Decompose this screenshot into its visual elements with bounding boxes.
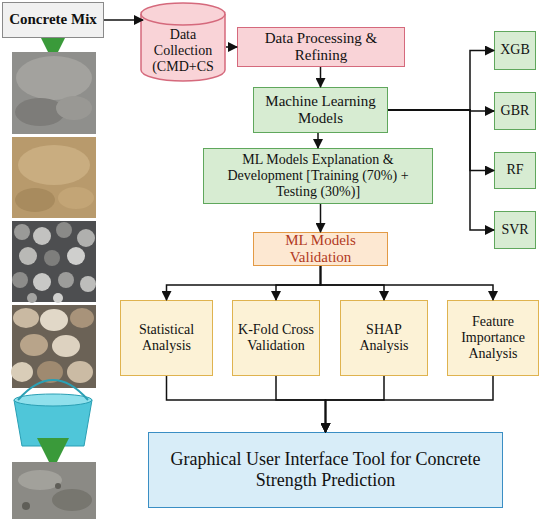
flow-arrow bbox=[320, 67, 322, 87]
flow-arrow bbox=[317, 133, 319, 148]
node-text: Feature Importance Analysis bbox=[452, 314, 534, 362]
wet-concrete-image bbox=[12, 462, 96, 519]
flow-arrow bbox=[388, 110, 494, 230]
model-box: XGB bbox=[494, 31, 536, 70]
flow-arrow bbox=[321, 266, 385, 300]
process-box: Machine Learning Models bbox=[253, 87, 388, 133]
analysis-box: SHAP Analysis bbox=[340, 300, 428, 376]
flow-arrow bbox=[276, 266, 321, 300]
green-arrow bbox=[51, 39, 55, 46]
flow-arrow bbox=[321, 266, 494, 300]
analysis-box: K-Fold Cross Validation bbox=[232, 300, 320, 376]
input-box: Concrete Mix bbox=[2, 2, 104, 38]
node-text: SVR bbox=[501, 222, 528, 238]
flow-arrow bbox=[276, 376, 326, 432]
water-bucket-image bbox=[14, 380, 92, 446]
output-box: Graphical User Interface Tool for Concre… bbox=[148, 432, 503, 508]
flow-arrow bbox=[104, 19, 143, 21]
flow-arrow bbox=[326, 376, 494, 432]
flow-arrow bbox=[388, 110, 494, 111]
pebbles-image bbox=[11, 305, 96, 388]
green-arrow bbox=[51, 448, 55, 454]
process-box: ML Models Explanation & Development [Tra… bbox=[203, 148, 433, 204]
flow-arrow bbox=[226, 46, 237, 48]
node-text: XGB bbox=[500, 42, 530, 58]
analysis-box: Statistical Analysis bbox=[120, 300, 213, 376]
analysis-box: Feature Importance Analysis bbox=[447, 300, 539, 376]
node-text: Data Processing & Refining bbox=[242, 30, 400, 65]
node-text: Machine Learning Models bbox=[258, 93, 383, 128]
node-text: GBR bbox=[501, 103, 530, 119]
node-text: SHAP Analysis bbox=[345, 322, 423, 354]
flow-arrow bbox=[388, 51, 494, 111]
validation-box: ML Models Validation bbox=[253, 232, 388, 266]
process-box: Data Processing & Refining bbox=[237, 27, 405, 67]
sand-image bbox=[12, 137, 96, 218]
model-box: SVR bbox=[494, 211, 536, 249]
cylinder-top bbox=[141, 3, 225, 25]
node-text: RF bbox=[506, 162, 523, 178]
model-box: RF bbox=[494, 152, 536, 189]
flow-arrow bbox=[167, 376, 326, 432]
node-text: K-Fold Cross Validation bbox=[237, 322, 315, 354]
model-box: GBR bbox=[494, 92, 536, 130]
node-text: Data Collection (CMD+CS bbox=[144, 27, 222, 75]
cement-image bbox=[12, 52, 96, 134]
node-text: ML Models Validation bbox=[258, 232, 383, 267]
node-text: Statistical Analysis bbox=[125, 322, 208, 354]
node-text: Graphical User Interface Tool for Concre… bbox=[169, 449, 482, 490]
flow-arrow bbox=[320, 204, 322, 232]
flow-arrow bbox=[167, 266, 321, 300]
flow-arrow bbox=[388, 110, 494, 171]
gravel-image bbox=[12, 221, 96, 303]
database-cylinder: Data Collection (CMD+CS bbox=[140, 2, 226, 82]
node-text: Concrete Mix bbox=[9, 11, 97, 28]
node-text: ML Models Explanation & Development [Tra… bbox=[208, 152, 428, 200]
flow-arrow bbox=[326, 376, 385, 432]
